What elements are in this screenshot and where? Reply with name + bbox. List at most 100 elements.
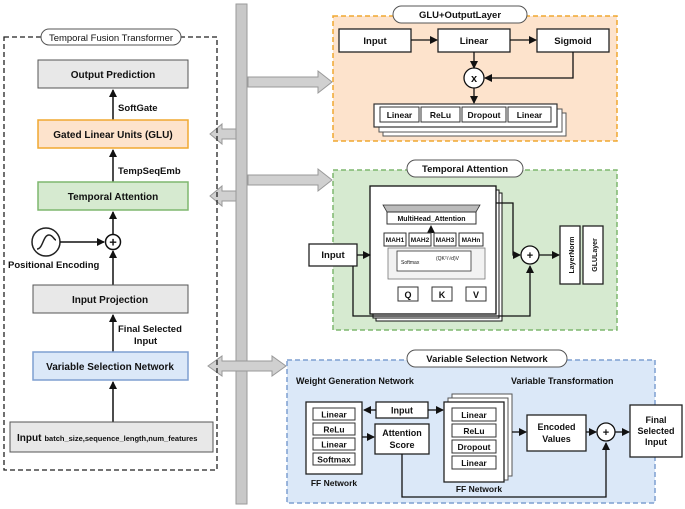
vsn-title: Variable Selection Network (426, 354, 548, 365)
final-selected-box (629, 404, 683, 458)
multihead-box (386, 211, 477, 225)
arrow-attention-to-sum (496, 202, 521, 259)
glulayer-label: GLULayer (592, 238, 599, 272)
glu-label: Gated Linear Units (GLU) (53, 130, 172, 141)
layernorm-box (559, 225, 581, 285)
encoded-values-label-1: Encoded (537, 422, 575, 432)
final-selected-label-1: Final Selected (118, 324, 182, 335)
ff-left-softmax-box (312, 452, 356, 466)
v-label: V (473, 290, 479, 300)
variable-selection-box (32, 351, 189, 381)
plus-icon: + (109, 235, 117, 250)
glu-stack-cell-3 (461, 106, 507, 123)
layernorm-label: LayerNorm (569, 237, 576, 274)
glu-linear-label: Linear (460, 36, 489, 47)
head-2-label: MAH2 (411, 237, 430, 244)
bus-arrow-vsn-bidirectional (207, 355, 287, 377)
head-1-box (383, 232, 407, 247)
weight-generation-label: Weight Generation Network (296, 376, 415, 386)
bus-arrow-from-attention (209, 184, 237, 208)
input-projection-box (32, 284, 189, 314)
ff-left-linear-2-box (312, 437, 356, 451)
attention-plus-icon: + (527, 250, 533, 262)
glu-sigmoid-label: Sigmoid (554, 36, 592, 47)
ff-left-linear-1: Linear (321, 410, 347, 420)
tft-title: Temporal Fusion Transformer (49, 33, 173, 44)
tft-panel (3, 36, 218, 471)
head-3-box (433, 232, 457, 247)
softmax-label: Softmax (401, 260, 420, 266)
attention-score-label-1: Attention (382, 428, 422, 438)
v-box (465, 286, 487, 302)
final-selected-text-2: Selected (637, 426, 674, 436)
attention-score-label-2: Score (389, 440, 414, 450)
softmax-formula-fraction: (QKᵀ/√d)V (436, 255, 460, 262)
ff-left-relu-box (312, 422, 356, 436)
glu-stack-dropout: Dropout (467, 110, 500, 120)
ff-network-right-label: FF Network (456, 484, 503, 494)
ff-right-linear-1: Linear (461, 410, 487, 420)
encoded-values-box (526, 414, 587, 452)
glu-stack-cell-1 (379, 106, 420, 123)
bus-arrow-to-glu (247, 69, 333, 95)
ff-left-relu: ReLu (323, 425, 344, 435)
softgate-label: SoftGate (118, 103, 158, 114)
positional-encoding-icon (31, 227, 61, 257)
tft-title-pill (40, 28, 182, 46)
arrow-score-to-sum (401, 442, 610, 498)
ff-right-relu-box (451, 423, 497, 438)
attention-title-pill (406, 159, 524, 178)
ff-right-dropout-box (451, 439, 497, 454)
glu-title: GLU+OutputLayer (419, 10, 501, 21)
ff-right-linear-2: Linear (461, 458, 487, 468)
bus-arrow-from-glu (209, 122, 237, 146)
vsn-plus-icon: + (603, 427, 609, 439)
ff-right-dropout: Dropout (457, 442, 490, 452)
multiply-icon: x (471, 73, 478, 85)
k-label: K (439, 290, 446, 300)
glu-stack-linear-1: Linear (387, 110, 413, 120)
ff-left-softmax: Softmax (317, 455, 351, 465)
glu-stack-relu: ReLu (430, 110, 451, 120)
arrow-sigmoid-to-multiply (484, 52, 574, 82)
ff-right-linear-2-box (451, 455, 497, 470)
ff-right-relu: ReLu (463, 426, 484, 436)
attention-score-box (374, 423, 430, 455)
ff-network-left-label: FF Network (311, 478, 358, 488)
glu-stack-cell-2 (420, 106, 461, 123)
final-selected-label-2: Input (134, 336, 158, 347)
multihead-label: MultiHead_Attention (397, 216, 465, 223)
tempseqemb-label: TempSeqEmb (118, 166, 181, 177)
encoded-values-label-2: Values (542, 434, 571, 444)
final-selected-text-3: Input (645, 437, 667, 447)
input-box (9, 421, 214, 453)
vsn-input-label: Input (391, 406, 413, 416)
variable-selection-label: Variable Selection Network (46, 362, 174, 373)
softmax-box (396, 250, 472, 272)
sum-circle (104, 233, 122, 251)
multihead-box-top (382, 204, 481, 213)
ff-left-linear-1-box (312, 407, 356, 421)
ff-left-linear-2: Linear (321, 440, 347, 450)
q-label: Q (404, 290, 411, 300)
head-n-box (458, 232, 484, 247)
glu-box (37, 119, 189, 149)
attention-input-label: Input (321, 250, 345, 261)
attention-title: Temporal Attention (422, 164, 508, 175)
vertical-bus (235, 3, 248, 505)
head-3-label: MAH3 (436, 237, 455, 244)
k-box (431, 286, 453, 302)
glu-stack-linear-2: Linear (517, 110, 543, 120)
head-1-label: MAH1 (386, 237, 405, 244)
arrow-residual-to-sum (352, 265, 534, 317)
positional-encoding-label: Positional Encoding (8, 260, 100, 271)
q-box (397, 286, 419, 302)
glu-stack-cell-4 (507, 106, 552, 123)
input-projection-label: Input Projection (72, 295, 148, 306)
ff-right-linear-1-box (451, 407, 497, 422)
glulayer-box (582, 225, 604, 285)
temporal-attention-box (37, 181, 189, 211)
